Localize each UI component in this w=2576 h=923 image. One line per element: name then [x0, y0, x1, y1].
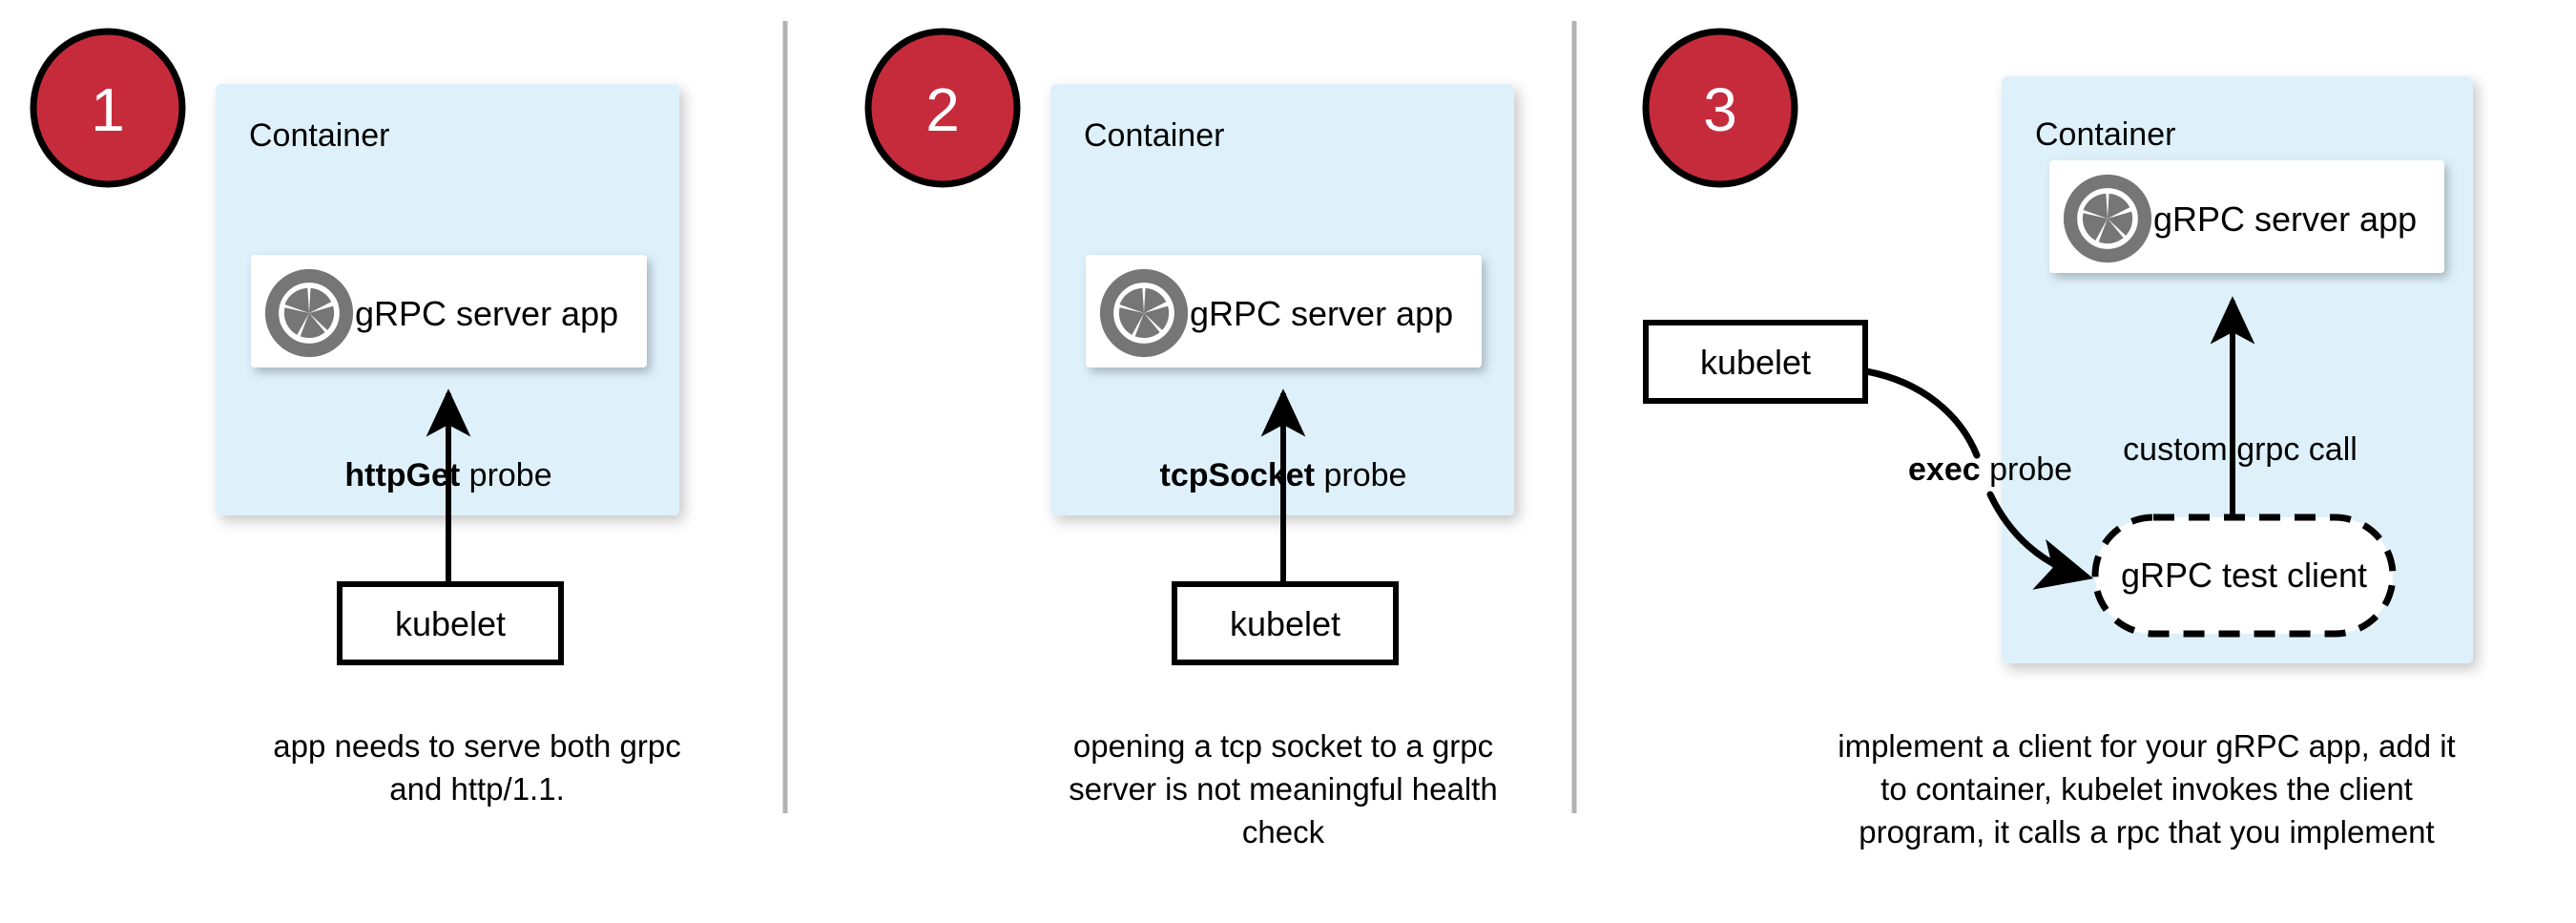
grpc-server-app-label: gRPC server app [2153, 199, 2417, 239]
badge-circle [864, 28, 1021, 188]
badge-number: 3 [1703, 75, 1737, 144]
panel-dividers [782, 21, 1577, 813]
tcpsocket-probe-label-strong: tcpSocket [1160, 457, 1316, 493]
panel-2-caption: opening a tcp socket to a grpc server is… [1069, 728, 1497, 850]
grpc-test-client-label: gRPC test client [2121, 556, 2367, 595]
step-badge-2: 2 [864, 28, 1021, 188]
panel-3: Container gRPC server app custom grpc ca… [1642, 28, 2473, 850]
panel-1-caption: app needs to serve both grpc and http/1.… [273, 728, 680, 807]
caption-line: check [1242, 814, 1325, 850]
grpc-test-client-pill [2091, 514, 2397, 638]
custom-grpc-call-label: custom grpc call [2123, 431, 2358, 468]
kubelet-label: kubelet [1230, 604, 1340, 643]
container-label: Container [249, 117, 389, 154]
panel-2: Container gRPC server app tcpSocket prob… [864, 28, 1514, 850]
grpc-server-app-card [251, 255, 647, 367]
badge-circle [1642, 28, 1798, 188]
httpget-probe-label-rest: probe [460, 457, 551, 493]
grpc-server-app-card [1086, 255, 1482, 367]
badge-number: 2 [925, 75, 960, 144]
kubelet-box [337, 581, 564, 665]
exec-probe-arrow-upper [1862, 367, 1981, 459]
badge-number: 1 [91, 75, 125, 144]
caption-line: app needs to serve both grpc [273, 728, 680, 764]
exec-probe-arrow-lower [1986, 491, 2094, 590]
container-label: Container [1084, 117, 1224, 154]
kubelet-box [1643, 320, 1868, 404]
httpget-probe-label: httpGet probe [344, 457, 551, 493]
grpc-server-app-label: gRPC server app [1190, 294, 1453, 333]
container-label: Container [2035, 116, 2175, 153]
caption-line: server is not meaningful health [1069, 771, 1497, 807]
caption-line: and http/1.1. [389, 771, 564, 807]
exec-probe-label-rest: probe [1981, 451, 2072, 488]
caption-line: implement a client for your gRPC app, ad… [1838, 728, 2455, 764]
panel-1: Container gRPC server app httpGet probe … [30, 28, 681, 807]
tcpsocket-probe-label-rest: probe [1315, 457, 1406, 493]
caption-line: program, it calls a rpc that you impleme… [1859, 814, 2434, 850]
grpc-server-app-card [2049, 160, 2444, 273]
grpc-server-app-label: gRPC server app [355, 294, 618, 333]
badge-circle [30, 28, 186, 188]
tcpsocket-probe-label: tcpSocket probe [1160, 457, 1407, 493]
exec-probe-label: exec probe [1908, 451, 2072, 488]
caption-line: opening a tcp socket to a grpc [1073, 728, 1493, 764]
step-badge-1: 1 [30, 28, 186, 188]
kubelet-label: kubelet [395, 604, 506, 643]
panel-3-caption: implement a client for your gRPC app, ad… [1838, 728, 2455, 850]
kubelet-box [1172, 581, 1399, 665]
httpget-probe-label-strong: httpGet [344, 457, 460, 493]
kubelet-label: kubelet [1700, 343, 1811, 382]
caption-line: to container, kubelet invokes the client [1880, 771, 2413, 807]
exec-probe-label-strong: exec [1908, 451, 1981, 488]
step-badge-3: 3 [1642, 28, 1798, 188]
